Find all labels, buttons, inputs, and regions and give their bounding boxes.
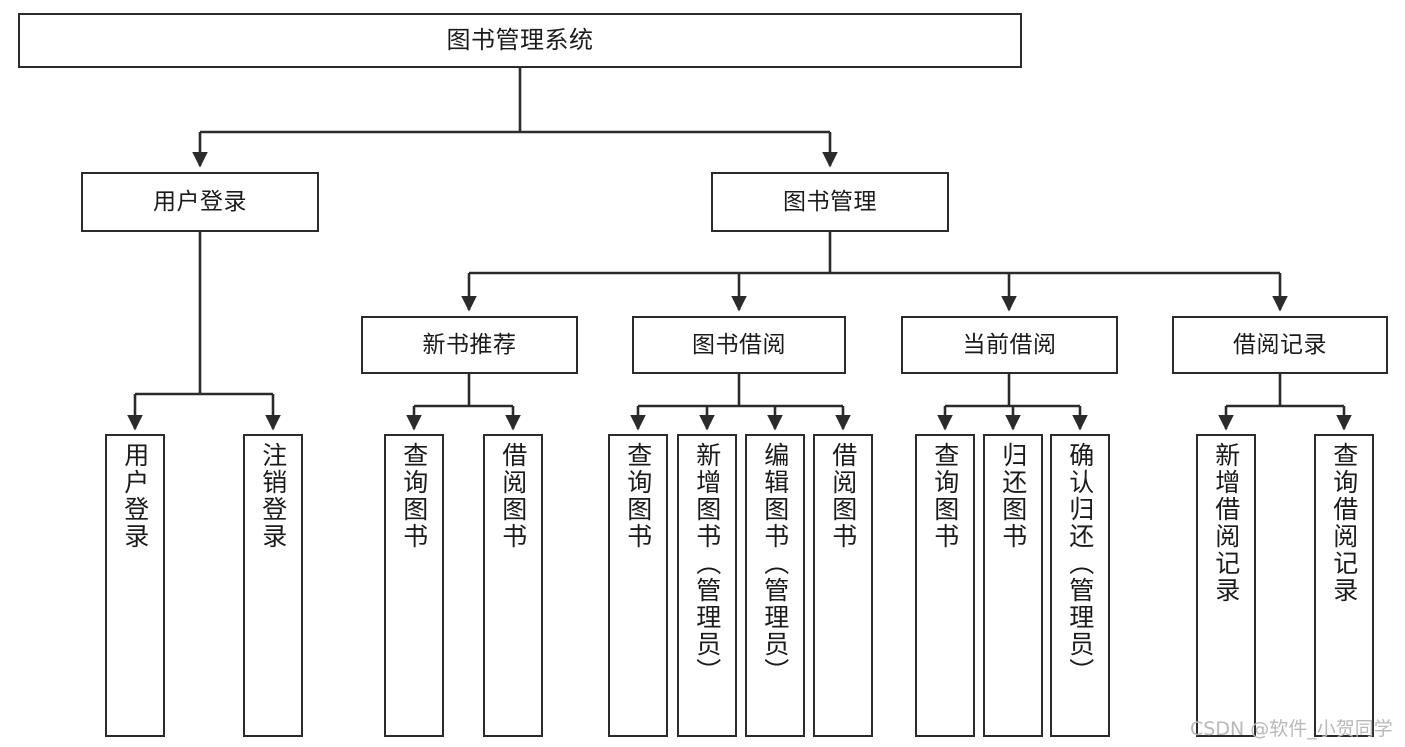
node-label: 借阅图书 — [498, 442, 528, 550]
node-leaf-add-book-admin[interactable]: 新增图书（管理员） — [677, 434, 737, 737]
node-leaf-user-login[interactable]: 用户登录 — [105, 434, 165, 737]
node-book-borrow[interactable]: 图书借阅 — [632, 316, 846, 374]
node-root-book-management-system[interactable]: 图书管理系统 — [18, 13, 1022, 68]
node-label: 新增借阅记录 — [1211, 442, 1241, 604]
node-label: 当前借阅 — [962, 331, 1057, 358]
node-leaf-borrow-book[interactable]: 借阅图书 — [813, 434, 873, 737]
node-label: 确认归还（管理员） — [1065, 442, 1095, 685]
node-borrow-record[interactable]: 借阅记录 — [1172, 316, 1388, 374]
node-label: 编辑图书（管理员） — [760, 442, 790, 685]
csdn-watermark: CSDN @软件_小贺同学 — [1190, 718, 1393, 740]
node-leaf-query-book-current[interactable]: 查询图书 — [915, 434, 975, 737]
node-label: 借阅记录 — [1233, 331, 1327, 358]
node-label: 新书推荐 — [422, 331, 517, 358]
node-label: 图书借阅 — [692, 331, 786, 358]
node-label: 借阅图书 — [828, 442, 858, 550]
node-user-login[interactable]: 用户登录 — [81, 172, 319, 232]
node-label: 查询图书 — [399, 442, 429, 550]
node-label: 用户登录 — [153, 188, 247, 215]
node-label: 查询借阅记录 — [1329, 442, 1359, 604]
node-label: 新增图书（管理员） — [692, 442, 722, 685]
node-label: 注销登录 — [258, 442, 288, 550]
node-label: 图书管理 — [783, 188, 877, 215]
node-leaf-edit-book-admin[interactable]: 编辑图书（管理员） — [745, 434, 805, 737]
node-label: 图书管理系统 — [446, 25, 594, 54]
node-label: 查询图书 — [623, 442, 653, 550]
node-leaf-borrow-book-recommend[interactable]: 借阅图书 — [483, 434, 543, 737]
node-label: 用户登录 — [120, 442, 150, 550]
node-leaf-add-borrow-record[interactable]: 新增借阅记录 — [1196, 434, 1256, 737]
node-new-book-recommend[interactable]: 新书推荐 — [361, 316, 578, 374]
node-leaf-query-borrow-record[interactable]: 查询借阅记录 — [1314, 434, 1374, 737]
node-book-manage[interactable]: 图书管理 — [711, 172, 949, 232]
node-leaf-logout-login[interactable]: 注销登录 — [243, 434, 303, 737]
node-leaf-query-book-borrow[interactable]: 查询图书 — [608, 434, 668, 737]
node-current-borrow[interactable]: 当前借阅 — [901, 316, 1118, 374]
node-leaf-return-book[interactable]: 归还图书 — [983, 434, 1043, 737]
node-label: 归还图书 — [998, 442, 1028, 550]
node-label: 查询图书 — [930, 442, 960, 550]
node-leaf-confirm-return-admin[interactable]: 确认归还（管理员） — [1050, 434, 1110, 737]
node-leaf-query-book-recommend[interactable]: 查询图书 — [384, 434, 444, 737]
